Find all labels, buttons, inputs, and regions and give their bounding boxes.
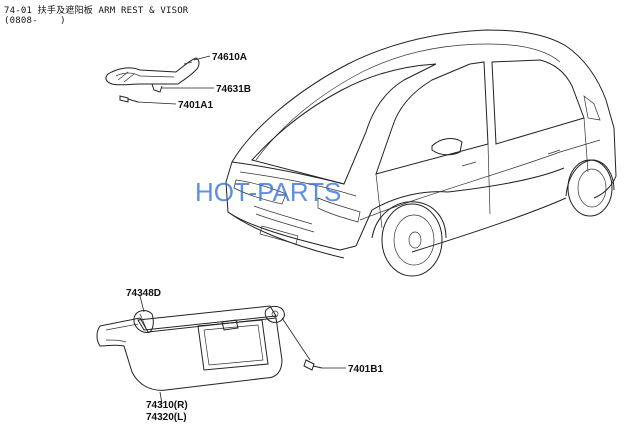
diagram-title: 74-01 扶手及遮阳板 ARM REST & VISOR bbox=[4, 6, 189, 16]
watermark-text: HOT-PARTS bbox=[195, 177, 341, 207]
part-label-7401a1: 7401A1 bbox=[178, 100, 213, 111]
arm-rest-handle bbox=[105, 57, 200, 103]
part-label-74631b: 74631B bbox=[216, 84, 251, 95]
part-label-74348d: 74348D bbox=[126, 288, 161, 299]
part-labels: 74610A 74631B 7401A1 74348D 7401B1 74310… bbox=[126, 52, 383, 423]
part-label-74610a: 74610A bbox=[212, 52, 247, 63]
part-label-7401b1: 7401B1 bbox=[348, 364, 383, 375]
diagram-date-range: (0808- ) bbox=[4, 16, 66, 26]
car-illustration bbox=[225, 29, 617, 277]
part-label-74320l: 74320(L) bbox=[146, 412, 187, 423]
leader-lines bbox=[137, 55, 346, 405]
sun-visor bbox=[96, 305, 323, 391]
part-label-74310r: 74310(R) bbox=[146, 400, 188, 411]
